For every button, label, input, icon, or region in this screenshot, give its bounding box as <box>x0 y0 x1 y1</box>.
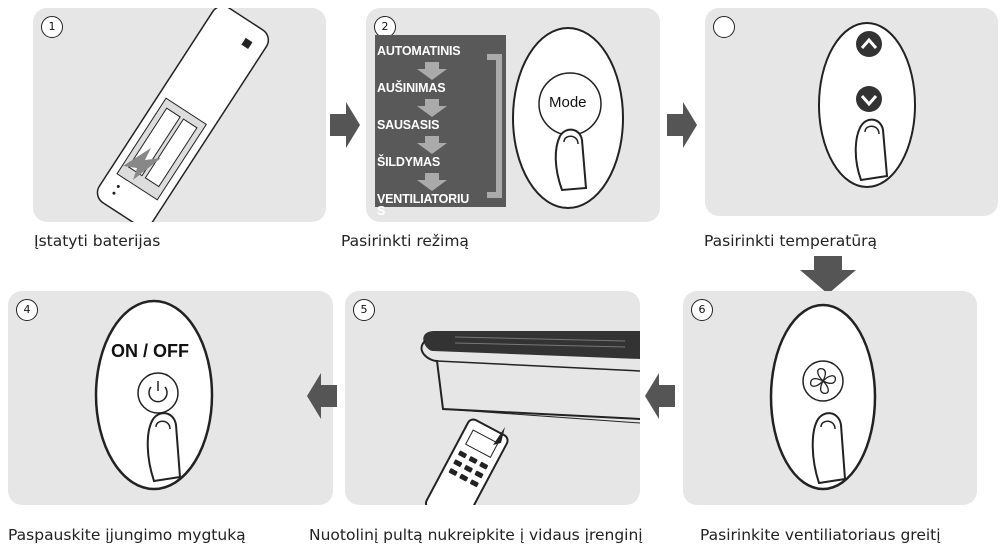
mode-item-fan: VENTILIATORIU <box>377 192 470 206</box>
mode-down-arrows <box>417 54 502 198</box>
arrow-right-icon <box>330 102 360 148</box>
step-5-caption: Nuotolinį pultą nukreipkite į vidaus įre… <box>309 526 643 544</box>
step-4-caption: Paspauskite įjungimo mygtuką <box>8 526 246 544</box>
step-number <box>713 16 735 38</box>
remote-onoff-illustration <box>94 299 214 491</box>
mode-item-dry: SAUSASIS <box>377 118 440 132</box>
step-number: 4 <box>16 299 38 321</box>
remote-hand-illustration <box>512 27 624 209</box>
mode-button-label: Mode <box>549 94 587 111</box>
arrow-right-icon <box>667 102 697 148</box>
step-2-caption: Pasirinkti režimą <box>341 232 469 250</box>
arrow-down-icon <box>800 256 856 294</box>
indoor-unit-remote-illustration <box>420 331 640 505</box>
step-number: 1 <box>41 16 63 38</box>
step-1-panel: 1 <box>33 8 326 222</box>
remote-battery-illustration <box>96 8 270 222</box>
remote-fan-illustration <box>769 303 877 491</box>
step-3-panel <box>705 8 998 216</box>
mode-item-auto: AUTOMATINIS <box>377 44 461 58</box>
step-2-panel: 2 AUTOMATINIS AUŠINIMAS SAUSASIS ŠILDYMA… <box>366 8 660 222</box>
step-number: 6 <box>691 299 713 321</box>
onoff-label: ON / OFF <box>111 341 189 361</box>
step-number: 5 <box>353 299 375 321</box>
step-1-caption: Įstatyti baterijas <box>34 232 161 250</box>
step-6-caption: Pasirinkite ventiliatoriaus greitį <box>700 526 941 544</box>
arrow-left-icon <box>307 373 337 419</box>
step-6-panel: 6 <box>683 291 977 505</box>
step-4-panel: 4 ON / OFF <box>8 291 333 505</box>
mode-item-fan-wrap: S <box>377 204 386 218</box>
arrow-left-icon <box>645 373 675 419</box>
remote-temperature-illustration <box>818 22 916 188</box>
step-5-panel: 5 <box>345 291 640 505</box>
mode-item-cool: AUŠINIMAS <box>377 81 446 95</box>
mode-item-heat: ŠILDYMAS <box>377 155 440 169</box>
step-3-caption: Pasirinkti temperatūrą <box>704 232 878 250</box>
mode-list: AUTOMATINIS AUŠINIMAS SAUSASIS ŠILDYMAS … <box>375 35 506 218</box>
